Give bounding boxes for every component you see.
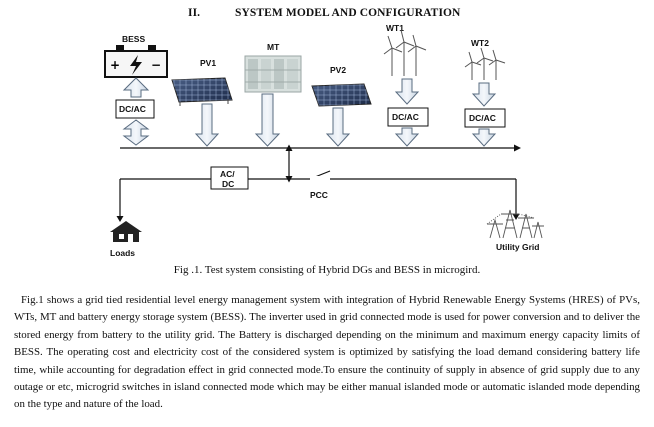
- bus-arrowhead: [514, 144, 521, 152]
- mt-arrow: [254, 93, 281, 147]
- solar-panel-icon: [311, 83, 372, 107]
- pcc-gap: [310, 176, 330, 182]
- svg-text:−: −: [151, 58, 161, 72]
- acdc-label-top: AC/: [220, 169, 235, 179]
- bus-link-down-arrow: [285, 176, 293, 183]
- section-number: II.: [188, 7, 201, 19]
- acdc-converter-box: [210, 166, 249, 190]
- power-tower-icon: [486, 209, 544, 239]
- loads-label: Loads: [110, 248, 135, 258]
- house-icon: [110, 221, 142, 242]
- grid-feeder-arrow: [512, 214, 520, 220]
- body-paragraph: Fig.1 shows a grid tied residential leve…: [14, 294, 640, 411]
- pcc-label: PCC: [310, 190, 328, 200]
- bess-arrow-up: [122, 77, 150, 98]
- bess-dcac-box: [115, 99, 155, 119]
- loads-feeder-arrow: [116, 216, 124, 222]
- mt-label: MT: [267, 42, 280, 52]
- utility-grid-label: Utility Grid: [496, 242, 539, 252]
- section-title: SYSTEM MODEL AND CONFIGURATION: [235, 7, 461, 19]
- solar-panel-icon: [171, 77, 233, 106]
- wt1-arrow-down: [394, 78, 420, 105]
- acdc-label-bottom: DC: [222, 179, 234, 189]
- wt1-arrow-bus: [394, 127, 420, 147]
- wt1-dcac-box: [387, 107, 429, 127]
- bess-dcac-label: DC/AC: [119, 104, 146, 114]
- pv1-label: PV1: [200, 58, 216, 68]
- pv1-arrow: [194, 103, 220, 147]
- battery-icon: + −: [104, 45, 168, 78]
- wt2-arrow-down: [471, 82, 497, 107]
- bus-link-up-arrow: [285, 144, 293, 151]
- figure-caption: Fig .1. Test system consisting of Hybrid…: [173, 264, 481, 276]
- system-diagram: PCC AC/ DC BESS + − DC/AC PV1 MT: [104, 23, 544, 258]
- wt2-dcac-box: [464, 108, 506, 128]
- wt2-dcac-label: DC/AC: [469, 113, 496, 123]
- wt2-arrow-bus: [471, 128, 497, 147]
- wt1-dcac-label: DC/AC: [392, 112, 419, 122]
- bess-label: BESS: [122, 34, 145, 44]
- wind-turbine-icon: [464, 47, 506, 80]
- pv2-label: PV2: [330, 65, 346, 75]
- bess-arrow-bidirectional: [122, 119, 150, 146]
- wt1-label: WT1: [386, 23, 404, 33]
- wind-turbine-icon: [383, 29, 427, 76]
- wt2-label: WT2: [471, 38, 489, 48]
- microturbine-icon: [244, 55, 302, 93]
- svg-text:+: +: [110, 58, 120, 72]
- pv2-arrow: [325, 107, 351, 147]
